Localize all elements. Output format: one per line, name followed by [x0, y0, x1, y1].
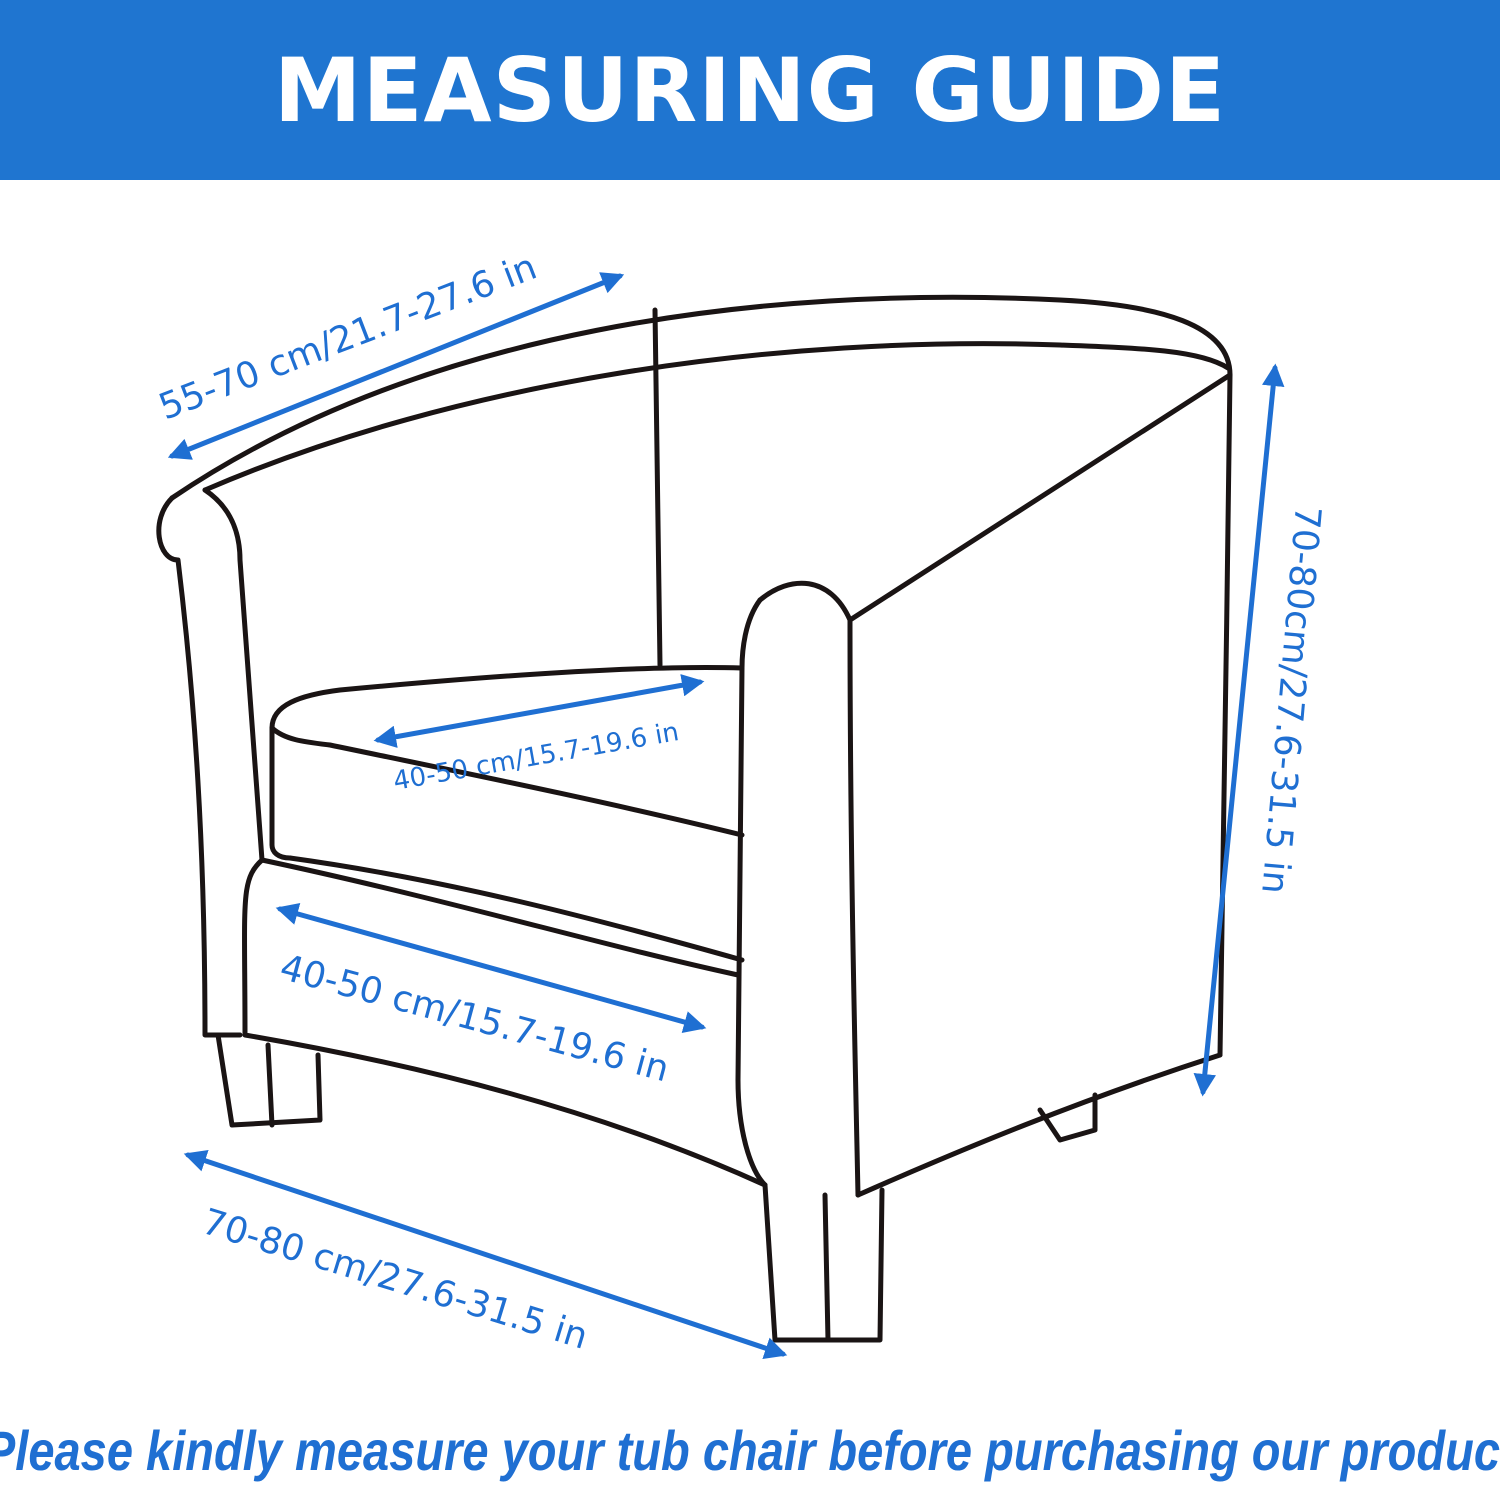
label-height: 70-80cm/27.6-31.5 in — [1253, 504, 1328, 895]
footer-note: Please kindly measure your tub chair bef… — [0, 1410, 1500, 1490]
footer-note-text: Please kindly measure your tub chair bef… — [0, 1418, 1500, 1482]
arrow-overall-width — [183, 1150, 788, 1359]
chair-leg-front-left-edge — [265, 1042, 275, 1128]
chair-leg-front-right-edge — [822, 1192, 831, 1343]
seat-cushion-bottom — [287, 855, 745, 963]
chair-right-arm-side — [847, 617, 861, 1198]
chair-back-right-side — [1217, 372, 1233, 1058]
seat-cushion-top-edge — [269, 725, 745, 838]
chair-bottom-edge — [855, 1052, 1223, 1198]
tub-chair-outline — [156, 294, 1233, 1343]
chair-leg-back-right — [1037, 1092, 1098, 1143]
arrow-front-width — [275, 903, 707, 1033]
arrow-back-width — [167, 272, 625, 460]
seat-base-top — [259, 857, 741, 978]
chair-back-rim-inner — [202, 341, 1231, 493]
chair-left-arm-inner — [202, 487, 265, 863]
chair-right-arm-front — [735, 597, 768, 1188]
page-title: MEASURING GUIDE — [273, 38, 1227, 142]
arrow-height — [1193, 363, 1285, 1097]
chair-leg-front-left — [215, 1032, 323, 1128]
chair-right-arm-top — [757, 372, 1233, 623]
chair-left-arm — [156, 495, 243, 1038]
arrow-seat-depth — [373, 674, 705, 748]
seat-cushion-front-left — [269, 725, 293, 861]
seat-base-front — [242, 857, 768, 1188]
chair-back-seam — [652, 307, 663, 668]
header-banner: MEASURING GUIDE — [0, 0, 1500, 180]
label-front-width: 40-50 cm/15.7-19.6 in — [276, 947, 674, 1090]
dimension-arrows — [167, 272, 1285, 1359]
